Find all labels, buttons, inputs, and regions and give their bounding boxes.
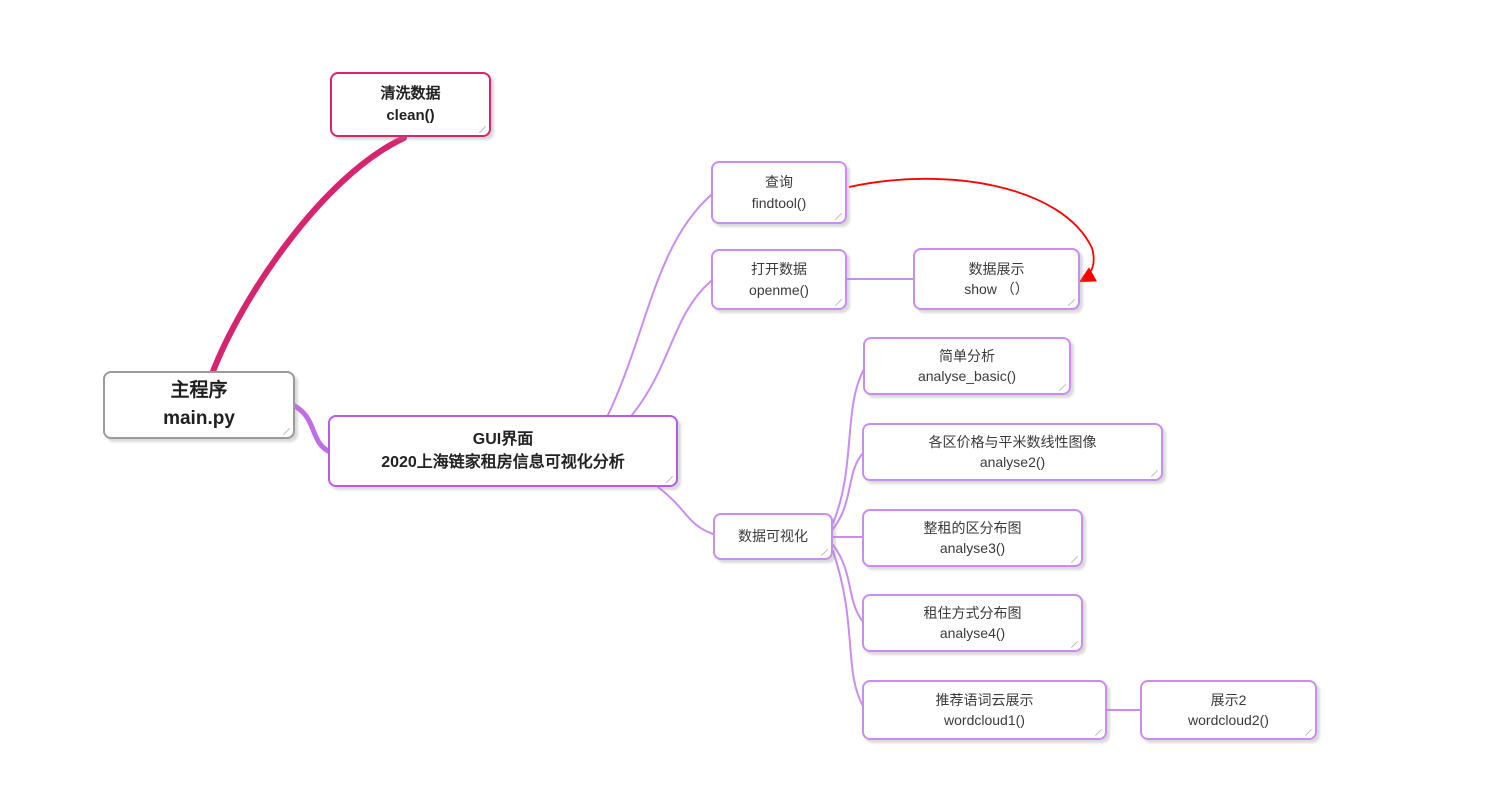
node-findtool-subtitle: findtool() <box>751 194 807 211</box>
node-wordcloud2-subtitle: wordcloud2() <box>1188 712 1269 728</box>
node-analyse4-subtitle: analyse4() <box>939 625 1006 641</box>
edge-gui-findtool <box>607 194 712 416</box>
node-viz[interactable]: 数据可视化 <box>713 513 833 560</box>
node-analyse4-title: 租住方式分布图 <box>923 604 1022 621</box>
node-analyse4[interactable]: 租住方式分布图 analyse4() <box>862 594 1083 652</box>
node-gui-title: GUI界面 <box>472 430 534 448</box>
node-viz-title: 数据可视化 <box>738 528 808 545</box>
node-openme-subtitle: openme() <box>749 281 809 298</box>
node-wordcloud2[interactable]: 展示2 wordcloud2() <box>1140 680 1317 740</box>
node-gui-subtitle: 2020上海链家租房信息可视化分析 <box>381 454 625 471</box>
node-wordcloud1[interactable]: 推荐语词云展示 wordcloud1() <box>862 680 1107 740</box>
relation-arrow-findtool-show <box>848 177 1097 283</box>
edge-gui-viz <box>657 486 714 535</box>
node-main-subtitle: main.py <box>163 408 235 429</box>
node-analyse2[interactable]: 各区价格与平米数线性图像 analyse2() <box>862 423 1163 481</box>
node-analyse3-title: 整租的区分布图 <box>923 519 1022 536</box>
node-wordcloud2-title: 展示2 <box>1210 691 1247 708</box>
node-clean-title: 清洗数据 <box>380 84 441 102</box>
node-openme-title: 打开数据 <box>751 261 807 278</box>
node-gui[interactable]: GUI界面 2020上海链家租房信息可视化分析 <box>328 415 678 487</box>
node-findtool-title: 查询 <box>765 174 793 191</box>
node-clean-subtitle: clean() <box>386 106 435 124</box>
node-main-title: 主程序 <box>170 380 228 402</box>
edge-viz-wordcloud1 <box>832 550 865 709</box>
node-analyse2-subtitle: analyse2() <box>979 454 1046 470</box>
edge-viz-analyse2 <box>832 452 864 530</box>
node-analyse-basic-title: 简单分析 <box>939 347 995 364</box>
node-clean[interactable]: 清洗数据 clean() <box>330 72 491 137</box>
node-analyse-basic[interactable]: 简单分析 analyse_basic() <box>863 337 1071 395</box>
node-main[interactable]: 主程序 main.py <box>103 371 295 439</box>
edge-main-gui <box>290 402 333 455</box>
node-analyse3[interactable]: 整租的区分布图 analyse3() <box>862 509 1083 567</box>
node-findtool[interactable]: 查询 findtool() <box>711 161 847 224</box>
node-show-title: 数据展示 <box>968 260 1025 277</box>
node-analyse-basic-subtitle: analyse_basic() <box>917 368 1017 384</box>
edge-main-clean <box>209 135 407 377</box>
node-show[interactable]: 数据展示 show （） <box>913 248 1080 310</box>
edge-viz-analyse-basic <box>832 368 865 524</box>
node-show-subtitle: show （） <box>964 281 1029 297</box>
edge-gui-openme <box>631 280 712 416</box>
node-wordcloud1-title: 推荐语词云展示 <box>935 691 1034 708</box>
node-openme[interactable]: 打开数据 openme() <box>711 249 847 310</box>
node-analyse2-title: 各区价格与平米数线性图像 <box>928 433 1097 450</box>
edge-viz-analyse4 <box>832 544 864 623</box>
node-analyse3-subtitle: analyse3() <box>939 540 1006 556</box>
node-wordcloud1-subtitle: wordcloud1() <box>944 712 1025 728</box>
